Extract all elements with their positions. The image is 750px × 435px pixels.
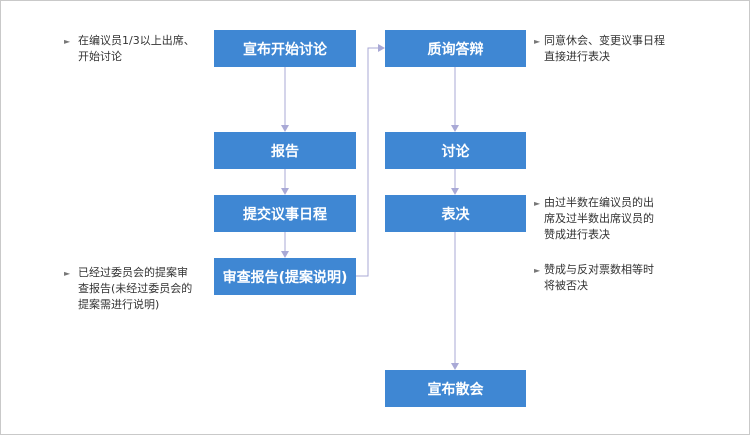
- bullet-icon: ►: [64, 269, 71, 278]
- note-start: 在编议员1/3以上出席、 开始讨论: [78, 34, 195, 63]
- box-start-discussion: 宣布开始讨论: [214, 30, 356, 67]
- box-vote: 表决: [385, 195, 526, 232]
- box-report: 报告: [214, 132, 356, 169]
- box-submit-agenda: 提交议事日程: [214, 195, 356, 232]
- box-review-report: 审查报告(提案说明): [214, 258, 356, 295]
- box-question-answer: 质询答辩: [385, 30, 526, 67]
- box-adjourn: 宣布散会: [385, 370, 526, 407]
- bullet-icon: ►: [534, 37, 541, 46]
- bullet-icon: ►: [64, 37, 71, 46]
- bullet-icon: ►: [534, 266, 541, 275]
- note-vote-majority: 由过半数在编议员的出 席及过半数出席议员的 赞成进行表决: [544, 196, 654, 241]
- arrow-review-to-question: [356, 44, 385, 277]
- box-discussion: 讨论: [385, 132, 526, 169]
- note-review: 已经过委员会的提案审 查报告(未经过委员会的 提案需进行说明): [78, 266, 193, 311]
- bullet-icon: ►: [534, 199, 541, 208]
- note-question: 同意休会、变更议事日程 直接进行表决: [544, 34, 665, 63]
- note-vote-tie: 赞成与反对票数相等时 将被否决: [544, 263, 654, 292]
